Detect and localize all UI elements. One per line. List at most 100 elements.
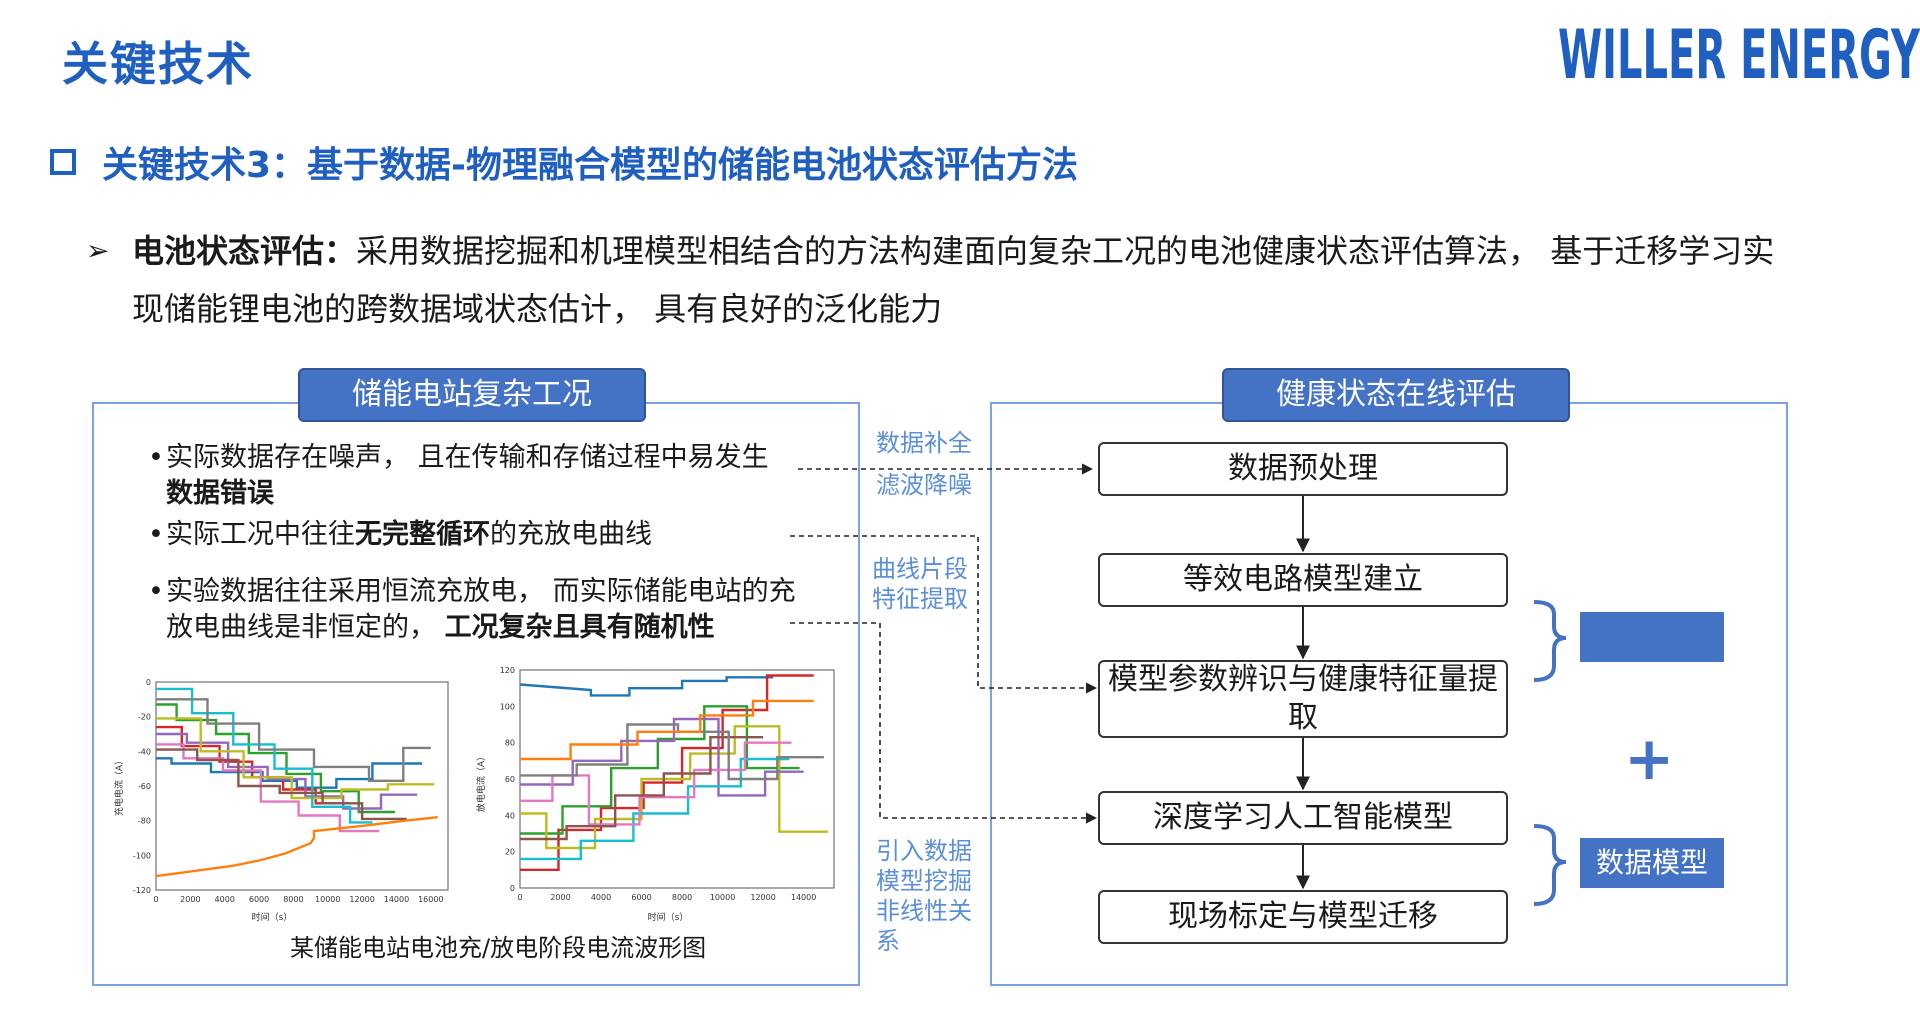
condition-3-text: 实验数据往往采用恒流充放电， 而实际储能电站的充放电曲线是非恒定的， (166, 576, 796, 643)
chart-2-series-line-10 (520, 699, 814, 761)
chart-2-x-tick-label: 6000 (631, 893, 651, 902)
svg-text:WILLER ENERGY: WILLER ENERGY (1558, 16, 1920, 90)
chart-2-xlabel: 时间（s） (648, 911, 689, 923)
chart-1-series-line-8 (156, 748, 407, 821)
brace-icon (1533, 600, 1567, 682)
page-title: 关键技术 (62, 37, 254, 91)
chart-2-x-tick-label: 12000 (750, 893, 775, 902)
chart-1-marks (155, 687, 438, 878)
chart-1-series-line-10 (155, 816, 438, 878)
chart-2-x-tick-label: 0 (517, 893, 522, 902)
arrow-bullet-icon: ➢ (86, 234, 110, 267)
chart-1-series-line-5 (156, 717, 435, 800)
condition-item-3: • 实验数据往往采用恒流充放电， 而实际储能电站的充放电曲线是非恒定的， 工况复… (148, 574, 806, 646)
step-parameter-identification: 模型参数辨识与健康特征量提取 (1098, 660, 1508, 738)
chart-1-series-line-9 (156, 698, 431, 782)
left-panel-header: 储能电站复杂工况 (298, 368, 646, 422)
bullet-text: 电池状态评估：采用数据挖掘和机理模型相结合的方法构建面向复杂工况的电池健康状态评… (86, 222, 1786, 338)
annotation-line: 系 (876, 927, 900, 955)
chart-2-y-tick-label: 120 (500, 666, 515, 675)
chart-1-y-tick-label: -100 (133, 851, 151, 860)
square-bullet-icon (50, 149, 76, 175)
annotation-data-completion: 数据补全 滤波降噪 (876, 428, 972, 500)
plus-icon: + (1624, 724, 1675, 794)
chart-1-x-tick-label: 14000 (384, 895, 409, 904)
bullet-label: 电池状态评估： (132, 232, 357, 270)
condition-1-text: 实际数据存在噪声， 且在传输和存储过程中易发生 (166, 442, 769, 473)
dot-bullet-icon: • (148, 576, 164, 607)
chart-1-y-tick-label: -80 (138, 817, 151, 826)
chart-2-y-tick-label: 0 (510, 884, 515, 893)
chart-2-y-tick-label: 20 (505, 848, 515, 857)
chart-2-x-tick-label: 14000 (791, 893, 816, 902)
step-data-preprocessing: 数据预处理 (1098, 442, 1508, 496)
section-title-text: 关键技术3：基于数据-物理融合模型的储能电池状态评估方法 (102, 145, 1078, 186)
right-panel-header: 健康状态在线评估 (1222, 368, 1570, 422)
willer-energy-logo: WILLER ENERGY (1558, 16, 1920, 90)
step-equivalent-circuit: 等效电路模型建立 (1098, 553, 1508, 607)
chart-1-series-line-2 (156, 703, 395, 814)
chart-2-series-line-9 (520, 723, 824, 781)
dashed-connector-deep-learning (790, 622, 1098, 824)
dashed-connector-parameter (790, 535, 1098, 694)
chart-2-x-tick-label: 8000 (672, 893, 692, 902)
chart-2-ylabel: 放电电流（A） (475, 752, 487, 812)
chart-1-y-tick-label: -60 (138, 782, 151, 791)
annotation-line: 非线性关 (876, 897, 972, 925)
chart-1-x-tick-label: 0 (153, 895, 158, 904)
condition-item-1: • 实际数据存在噪声， 且在传输和存储过程中易发生数据错误 (148, 440, 806, 512)
chart-1-series-line-1 (156, 757, 423, 789)
condition-3-bold: 工况复杂且具有随机性 (444, 612, 715, 643)
side-label-data-model: 数据模型 (1580, 838, 1724, 888)
dot-bullet-icon: • (148, 519, 164, 550)
chart-2-marks (519, 674, 828, 871)
chart-2-y-tick-label: 80 (505, 739, 515, 748)
chart-1-y-tick-label: 0 (146, 678, 151, 687)
chart-2-x-tick-label: 10000 (710, 893, 735, 902)
condition-2-bold: 无完整循环 (355, 519, 490, 550)
chart-1-x-tick-label: 2000 (180, 895, 200, 904)
chart-1-series-line-6 (156, 687, 373, 824)
chart-1-y-tick-label: -40 (138, 747, 151, 756)
brace-icon (1533, 824, 1567, 906)
side-label-mechanism-model (1580, 612, 1724, 662)
annotation-line: 模型挖掘 (876, 867, 972, 895)
chart-2-series-line-4 (520, 725, 828, 850)
chart-1-y-tick-label: -20 (138, 713, 151, 722)
annotation-line: 曲线片段 (872, 555, 968, 583)
chart-1-x-tick-label: 10000 (315, 895, 340, 904)
annotation-line: 滤波降噪 (876, 471, 972, 499)
chart-1-plot-area (155, 681, 449, 891)
chart-1-x-tick-label: 16000 (418, 895, 443, 904)
chart-2-series-line-1 (519, 676, 774, 697)
annotation-line: 引入数据 (876, 837, 972, 865)
chart-caption: 某储能电站电池充/放电阶段电流波形图 (290, 934, 707, 962)
annotation-curve-segment: 曲线片段 特征提取 (872, 554, 968, 614)
chart-1-x-tick-label: 12000 (349, 895, 374, 904)
chart-2-y-tick-label: 60 (505, 775, 515, 784)
condition-2-text-post: 的充放电曲线 (490, 519, 652, 550)
chart-2-series-line-7 (520, 741, 792, 826)
step-deep-learning: 深度学习人工智能模型 (1098, 791, 1508, 845)
condition-2-text-pre: 实际工况中往往 (166, 519, 355, 550)
chart-2-x-tick-label: 4000 (591, 893, 611, 902)
chart-1-ylabel: 充电电流（A） (113, 756, 125, 816)
chart-1-x-tick-label: 8000 (283, 895, 303, 904)
chart-2-series-line-5 (520, 717, 804, 797)
chart-2-x-tick-label: 2000 (550, 893, 570, 902)
chart-1-xlabel: 时间（s） (252, 911, 293, 923)
chart-1-y-tick-label: -120 (133, 886, 151, 895)
chart-2-series-line-8 (520, 736, 764, 841)
step-field-calibration: 现场标定与模型迁移 (1098, 890, 1508, 944)
condition-1-bold: 数据错误 (166, 478, 274, 509)
chart-2-y-tick-label: 100 (500, 702, 515, 711)
chart-2-series-line-6 (520, 757, 790, 861)
annotation-data-model: 引入数据 模型挖掘 非线性关 系 (876, 836, 972, 956)
section-title: 关键技术3：基于数据-物理融合模型的储能电池状态评估方法 (50, 136, 1078, 188)
battery-state-bullet: ➢ 电池状态评估：采用数据挖掘和机理模型相结合的方法构建面向复杂工况的电池健康状… (86, 222, 1786, 338)
chart-1-x-tick-label: 4000 (215, 895, 235, 904)
